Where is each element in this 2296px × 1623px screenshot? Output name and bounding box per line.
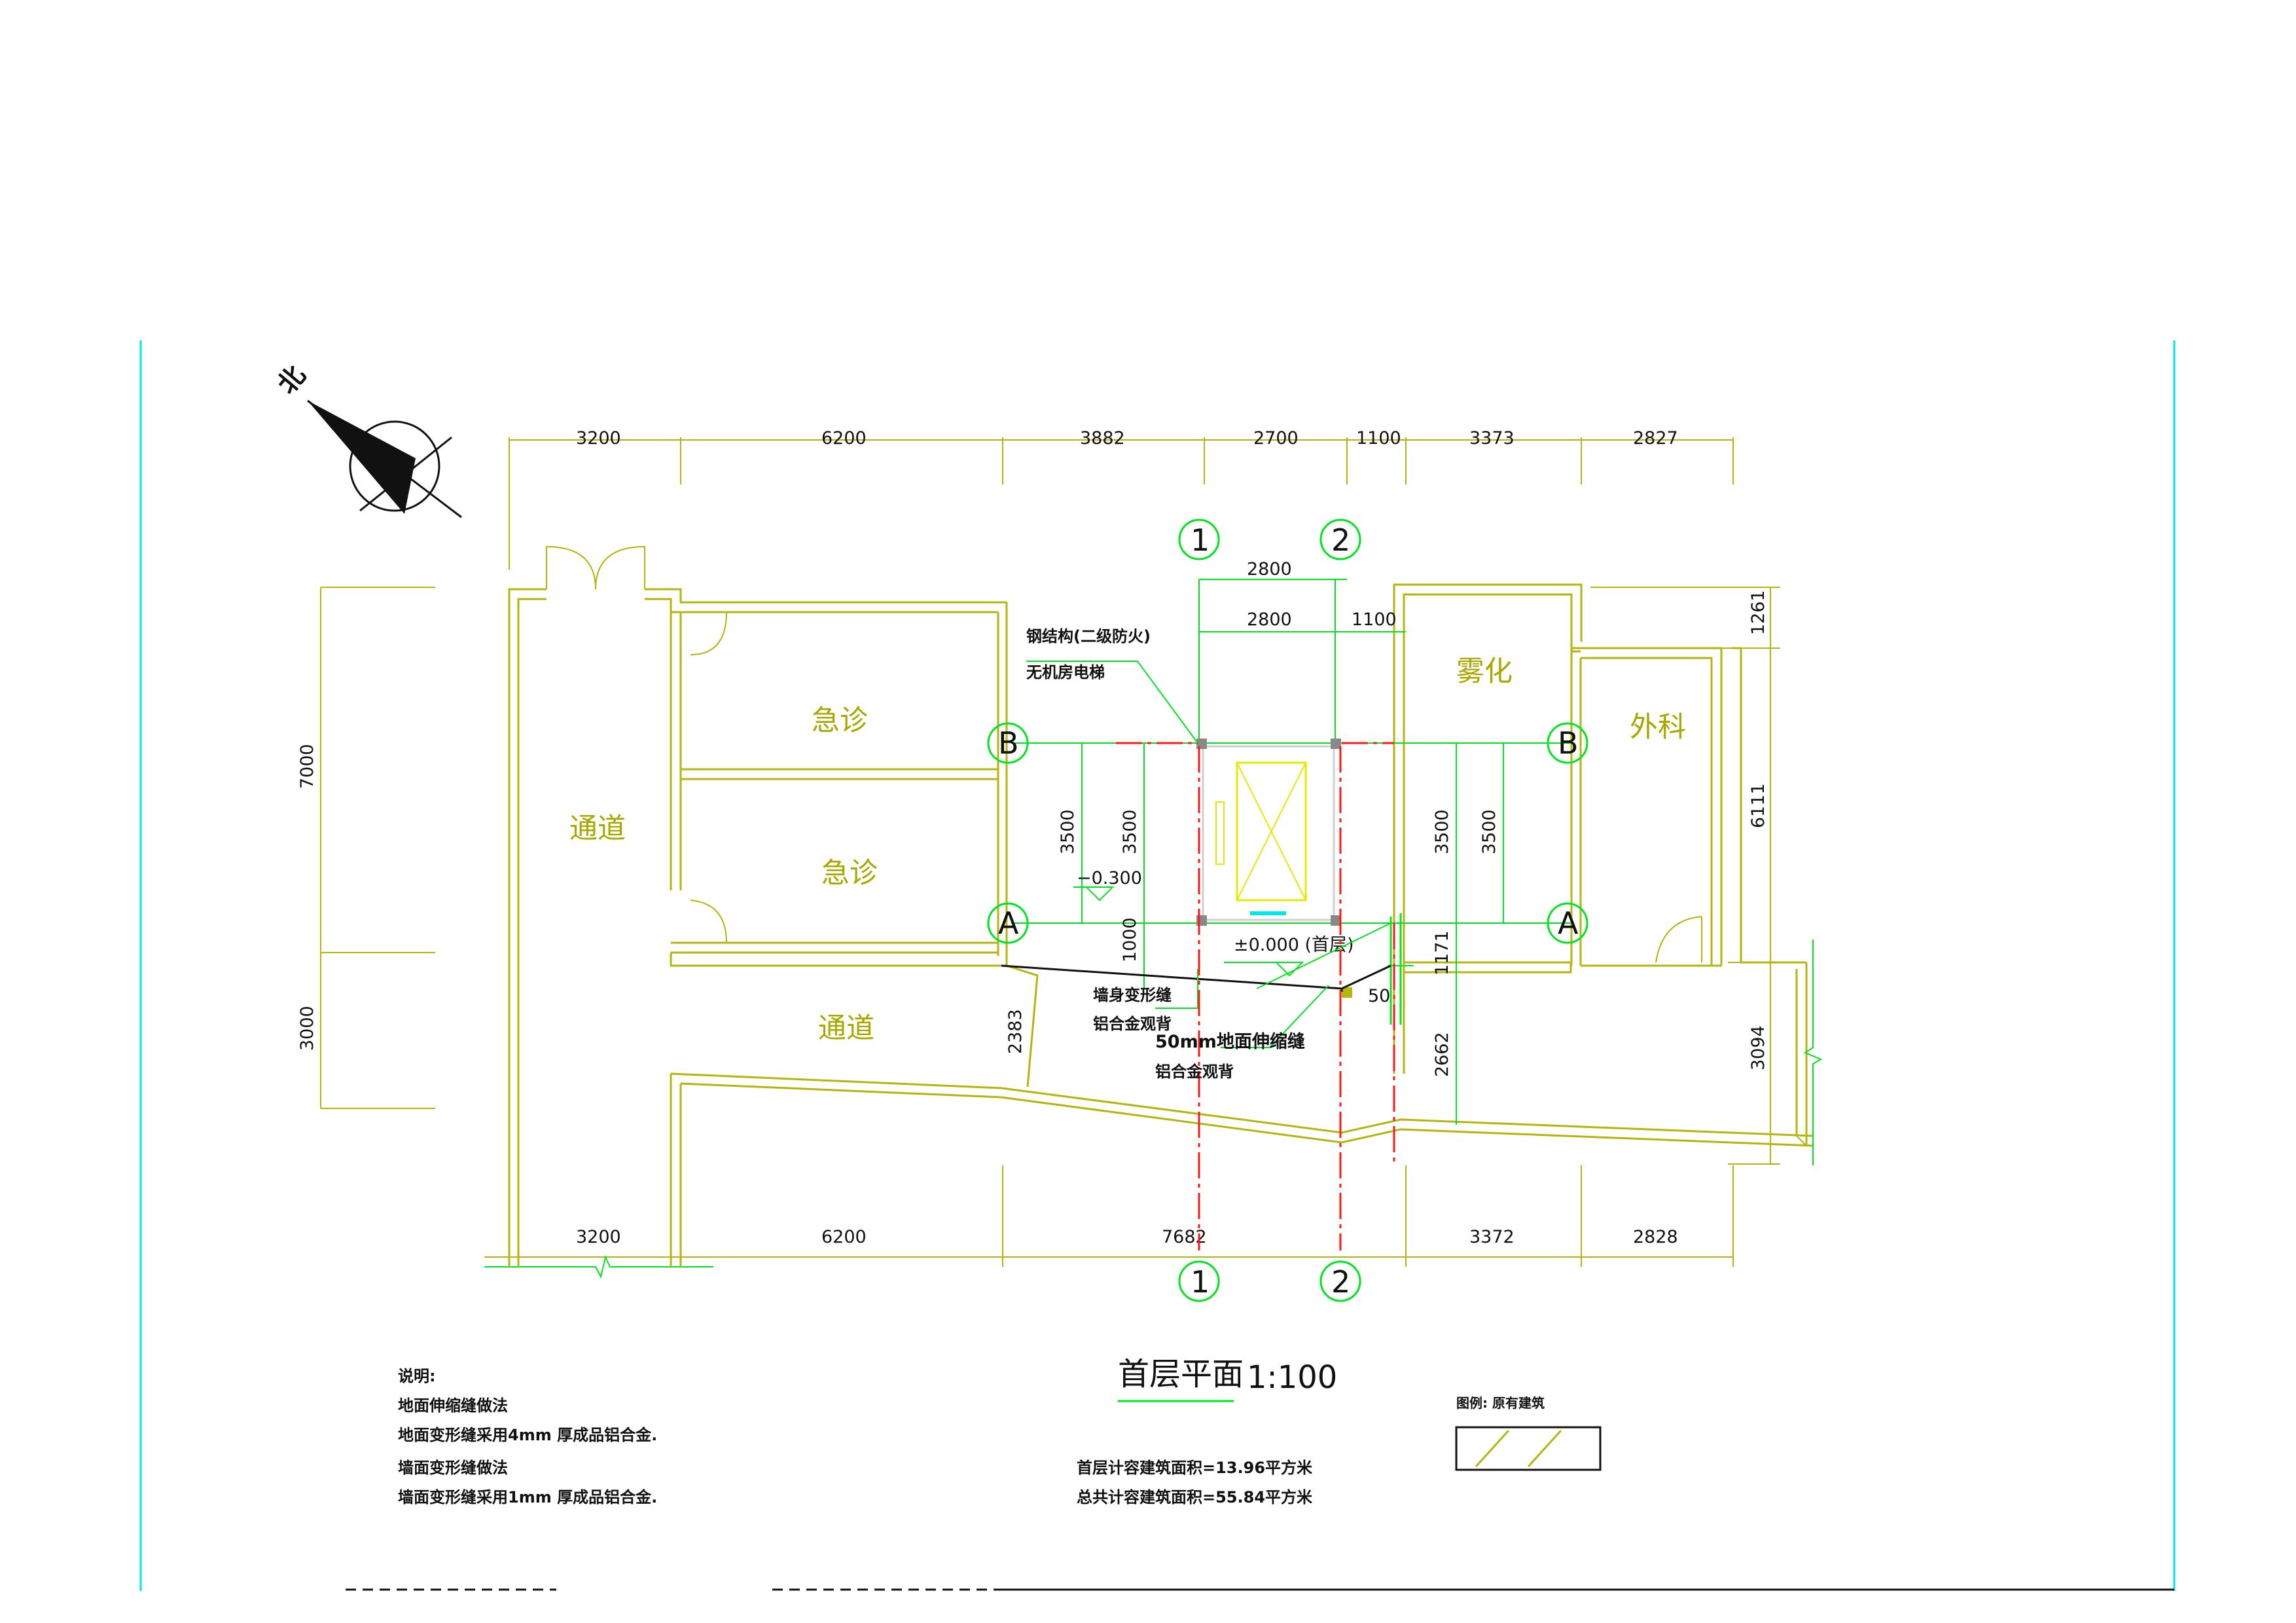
dim-inner-3: 1100 [1352, 610, 1397, 630]
dim-top-6: 3373 [1469, 428, 1515, 448]
room-emergency-1: 急诊 [812, 704, 868, 737]
legend-label: 图例: 原有建筑 [1456, 1395, 1545, 1411]
sheet-frame [139, 340, 2176, 1591]
axis-a-left-bubble: A [987, 902, 1029, 944]
dim-bottom-5: 2828 [1633, 1227, 1678, 1247]
area-statement: 首层计容建筑面积=13.96平方米 总共计容建筑面积=55.84平方米 [1077, 1459, 1312, 1506]
dim-top-3: 3882 [1080, 428, 1125, 448]
dim-bottom-2: 6200 [821, 1227, 867, 1247]
axis-2-bottom-bubble: 2 [1319, 1260, 1361, 1302]
axis-1-bottom-bubble: 1 [1178, 1260, 1220, 1302]
note-wall-joint-cover: 铝合金观背 [1093, 1015, 1172, 1033]
dim-core-1: 3500 [1058, 809, 1078, 854]
dim-core-6: 1171 [1432, 930, 1452, 976]
axis-b-left-bubble: B [987, 722, 1029, 764]
north-arrow-icon: 北 [272, 360, 462, 519]
dim-core-2: 3500 [1120, 809, 1140, 854]
dim-right-1: 1261 [1748, 590, 1768, 635]
area-total: 总共计容建筑面积=55.84平方米 [1077, 1488, 1312, 1506]
right-dimension-chain: 1261 6111 3094 [1590, 587, 1780, 1165]
room-corridor-west: 通道 [569, 812, 626, 845]
dim-right-3: 3094 [1748, 1025, 1768, 1070]
svg-text:2: 2 [1331, 522, 1350, 558]
svg-text:B: B [1558, 725, 1579, 761]
axis-a-right-bubble: A [1547, 902, 1588, 944]
axis-bubbles: 1 2 1 2 B A B A [987, 519, 1588, 1302]
dim-top-1: 3200 [576, 428, 621, 448]
dim-top-2: 6200 [821, 428, 867, 448]
svg-text:B: B [998, 725, 1019, 761]
notes-line-1: 地面伸缩缝做法 [398, 1396, 508, 1415]
svg-text:1: 1 [1191, 522, 1210, 558]
existing-walls [508, 545, 1814, 1267]
notes-line-4: 墙面变形缝采用1mm 厚成品铝合金. [398, 1488, 657, 1506]
svg-text:A: A [1558, 905, 1579, 941]
left-dimension-chain: 7000 3000 [297, 587, 435, 1109]
note-floor-joint-cover: 铝合金观背 [1155, 1063, 1234, 1081]
note-wall-joint: 墙身变形缝 [1093, 986, 1172, 1004]
svg-text:1: 1 [1191, 1264, 1210, 1300]
dim-core-5: 1000 [1120, 917, 1140, 962]
dim-core-8: 2383 [1005, 1009, 1026, 1054]
elevator-core-new-work: 2800 2800 1100 3500 3500 1000 3500 3500 … [1001, 559, 1823, 1165]
legend: 图例: 原有建筑 [1455, 1395, 1602, 1471]
dim-core-3: 3500 [1432, 809, 1452, 854]
dim-top-5: 1100 [1356, 428, 1401, 448]
dim-core-9: 50 [1368, 986, 1390, 1006]
notes-line-3: 墙面变形缝做法 [398, 1459, 508, 1477]
elevator-car-icon [1236, 761, 1307, 902]
drawing-title: 首层平面 [1118, 1356, 1244, 1393]
note-elevator: 无机房电梯 [1026, 663, 1105, 682]
room-surgery: 外科 [1630, 711, 1686, 744]
dim-right-2: 6111 [1748, 783, 1768, 828]
dim-inner-1: 2800 [1247, 559, 1292, 579]
north-label: 北 [272, 360, 312, 399]
annotations: 钢结构(二级防火) 无机房电梯 墙身变形缝 铝合金观背 50mm地面伸缩缝 铝合… [1026, 627, 1305, 1081]
dim-core-4: 3500 [1479, 809, 1499, 854]
bottom-dimension-chain: 3200 6200 7682 3372 2828 [484, 1165, 1734, 1279]
axis-1-top-bubble: 1 [1178, 519, 1220, 560]
general-notes: 说明: 地面伸缩缝做法 地面变形缝采用4mm 厚成品铝合金. 墙面变形缝做法 墙… [398, 1367, 657, 1506]
axis-2-top-bubble: 2 [1319, 519, 1361, 560]
top-dimension-chain: 3200 6200 3882 2700 1100 3373 2827 [509, 428, 1734, 570]
svg-text:2: 2 [1331, 1264, 1350, 1300]
svg-text:A: A [998, 905, 1019, 941]
room-labels: 通道 急诊 急诊 通道 雾化 外科 [569, 655, 1686, 1045]
room-corridor-south: 通道 [818, 1012, 874, 1045]
dim-top-4: 2700 [1253, 428, 1299, 448]
notes-title: 说明: [398, 1367, 436, 1385]
drawing-scale: 1:100 [1247, 1359, 1337, 1396]
area-ground-floor: 首层计容建筑面积=13.96平方米 [1077, 1459, 1312, 1477]
dim-top-7: 2827 [1633, 428, 1678, 448]
note-steel-structure: 钢结构(二级防火) [1026, 627, 1151, 646]
room-emergency-2: 急诊 [821, 857, 878, 890]
dim-core-7: 2662 [1432, 1032, 1452, 1077]
room-nebulization: 雾化 [1456, 655, 1513, 688]
legend-existing-building-swatch [1455, 1426, 1602, 1471]
dim-bottom-4: 3372 [1469, 1227, 1515, 1247]
dim-inner-2: 2800 [1247, 610, 1292, 630]
notes-line-2: 地面变形缝采用4mm 厚成品铝合金. [398, 1426, 657, 1444]
drawing-title-block: 首层平面 1:100 [1118, 1356, 1337, 1402]
axis-lines [1116, 742, 1395, 1250]
dim-left-2: 3000 [297, 1006, 317, 1051]
level-ground: ±0.000 (首层) [1234, 935, 1354, 955]
dim-bottom-1: 3200 [576, 1227, 621, 1247]
note-floor-joint: 50mm地面伸缩缝 [1155, 1031, 1305, 1052]
axis-b-right-bubble: B [1547, 722, 1588, 764]
dim-left-1: 7000 [297, 744, 317, 789]
level-outdoor: −0.300 [1077, 868, 1142, 888]
